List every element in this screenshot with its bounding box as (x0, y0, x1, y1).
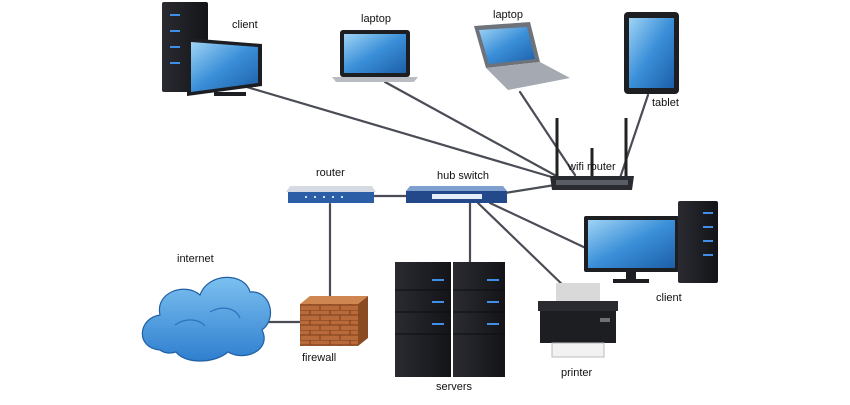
cloud-detail (174, 307, 241, 327)
router-device: router (286, 167, 376, 203)
laptop-screen (479, 27, 535, 64)
tower-led (703, 226, 713, 228)
cloud-shape (141, 276, 272, 362)
cable-laptop2-wifi (518, 90, 577, 177)
client-right-device: client (584, 201, 718, 304)
tablet-device: tablet (624, 12, 679, 109)
monitor-stand (626, 272, 636, 280)
router-top (286, 186, 376, 192)
label-printer: printer (561, 367, 593, 379)
tower-led (170, 62, 180, 64)
cables (238, 80, 650, 324)
switch-top (406, 186, 507, 191)
monitor-base (613, 279, 649, 283)
tower-led (703, 254, 713, 256)
monitor-screen (191, 42, 258, 92)
laptop-1-device: laptop (332, 13, 418, 82)
server-tower (453, 262, 505, 377)
switch-ports (432, 194, 482, 199)
tower-led (703, 240, 713, 242)
label-client-top: client (232, 19, 258, 31)
firewall-front (300, 304, 358, 346)
server-led (432, 279, 444, 281)
printer-device: printer (538, 283, 618, 379)
laptop-base (332, 77, 418, 82)
router-led (341, 196, 343, 198)
cable-hub-client (488, 201, 592, 252)
server-led (487, 279, 499, 281)
client-top-device: client (162, 2, 262, 96)
label-laptop-2: laptop (493, 9, 523, 21)
tower-led (170, 30, 180, 32)
printer-panel (600, 318, 610, 322)
tablet-screen (629, 18, 674, 88)
cable-laptop1-wifi (383, 80, 562, 180)
router-led (332, 196, 334, 198)
printer-paper-tray (556, 283, 600, 301)
label-client-right: client (656, 292, 682, 304)
label-firewall: firewall (302, 352, 336, 364)
firewall-device: firewall (300, 296, 368, 364)
laptop-2-device: laptop (474, 9, 570, 90)
cable-client-wifi (238, 83, 557, 180)
cable-tablet-wifi (618, 93, 650, 180)
server-led (487, 301, 499, 303)
printer-body (540, 311, 616, 343)
server-led (432, 323, 444, 325)
label-laptop-1: laptop (361, 13, 391, 25)
wifi-router-device: wifi router (550, 118, 634, 190)
label-tablet: tablet (652, 97, 679, 109)
cable-hub-printer (476, 201, 570, 292)
laptop-base (486, 62, 570, 90)
printer-top (538, 301, 618, 311)
internet-cloud: internet (141, 253, 272, 362)
router-led (314, 196, 316, 198)
label-hub-switch: hub switch (437, 170, 489, 182)
server-tower (395, 262, 451, 377)
label-router: router (316, 167, 345, 179)
tower-led (170, 14, 180, 16)
server-led (432, 301, 444, 303)
monitor-screen (588, 220, 675, 268)
firewall-top (300, 296, 368, 304)
servers-device: servers (395, 262, 505, 393)
tower-led (703, 212, 713, 214)
router-led (323, 196, 325, 198)
cable-hub-wifi (503, 183, 557, 195)
label-internet: internet (177, 253, 214, 265)
label-servers: servers (436, 381, 473, 393)
laptop-screen (344, 34, 406, 73)
tower-led (170, 46, 180, 48)
label-wifi-router: wifi router (567, 161, 616, 173)
tower (678, 201, 718, 283)
monitor-stand (214, 92, 246, 96)
server-led (487, 323, 499, 325)
printer-paper-out (551, 342, 605, 358)
firewall-side (358, 296, 368, 346)
router-panel (556, 180, 628, 185)
router-led (305, 196, 307, 198)
router-front (288, 192, 374, 203)
hub-switch-device: hub switch (406, 170, 507, 203)
